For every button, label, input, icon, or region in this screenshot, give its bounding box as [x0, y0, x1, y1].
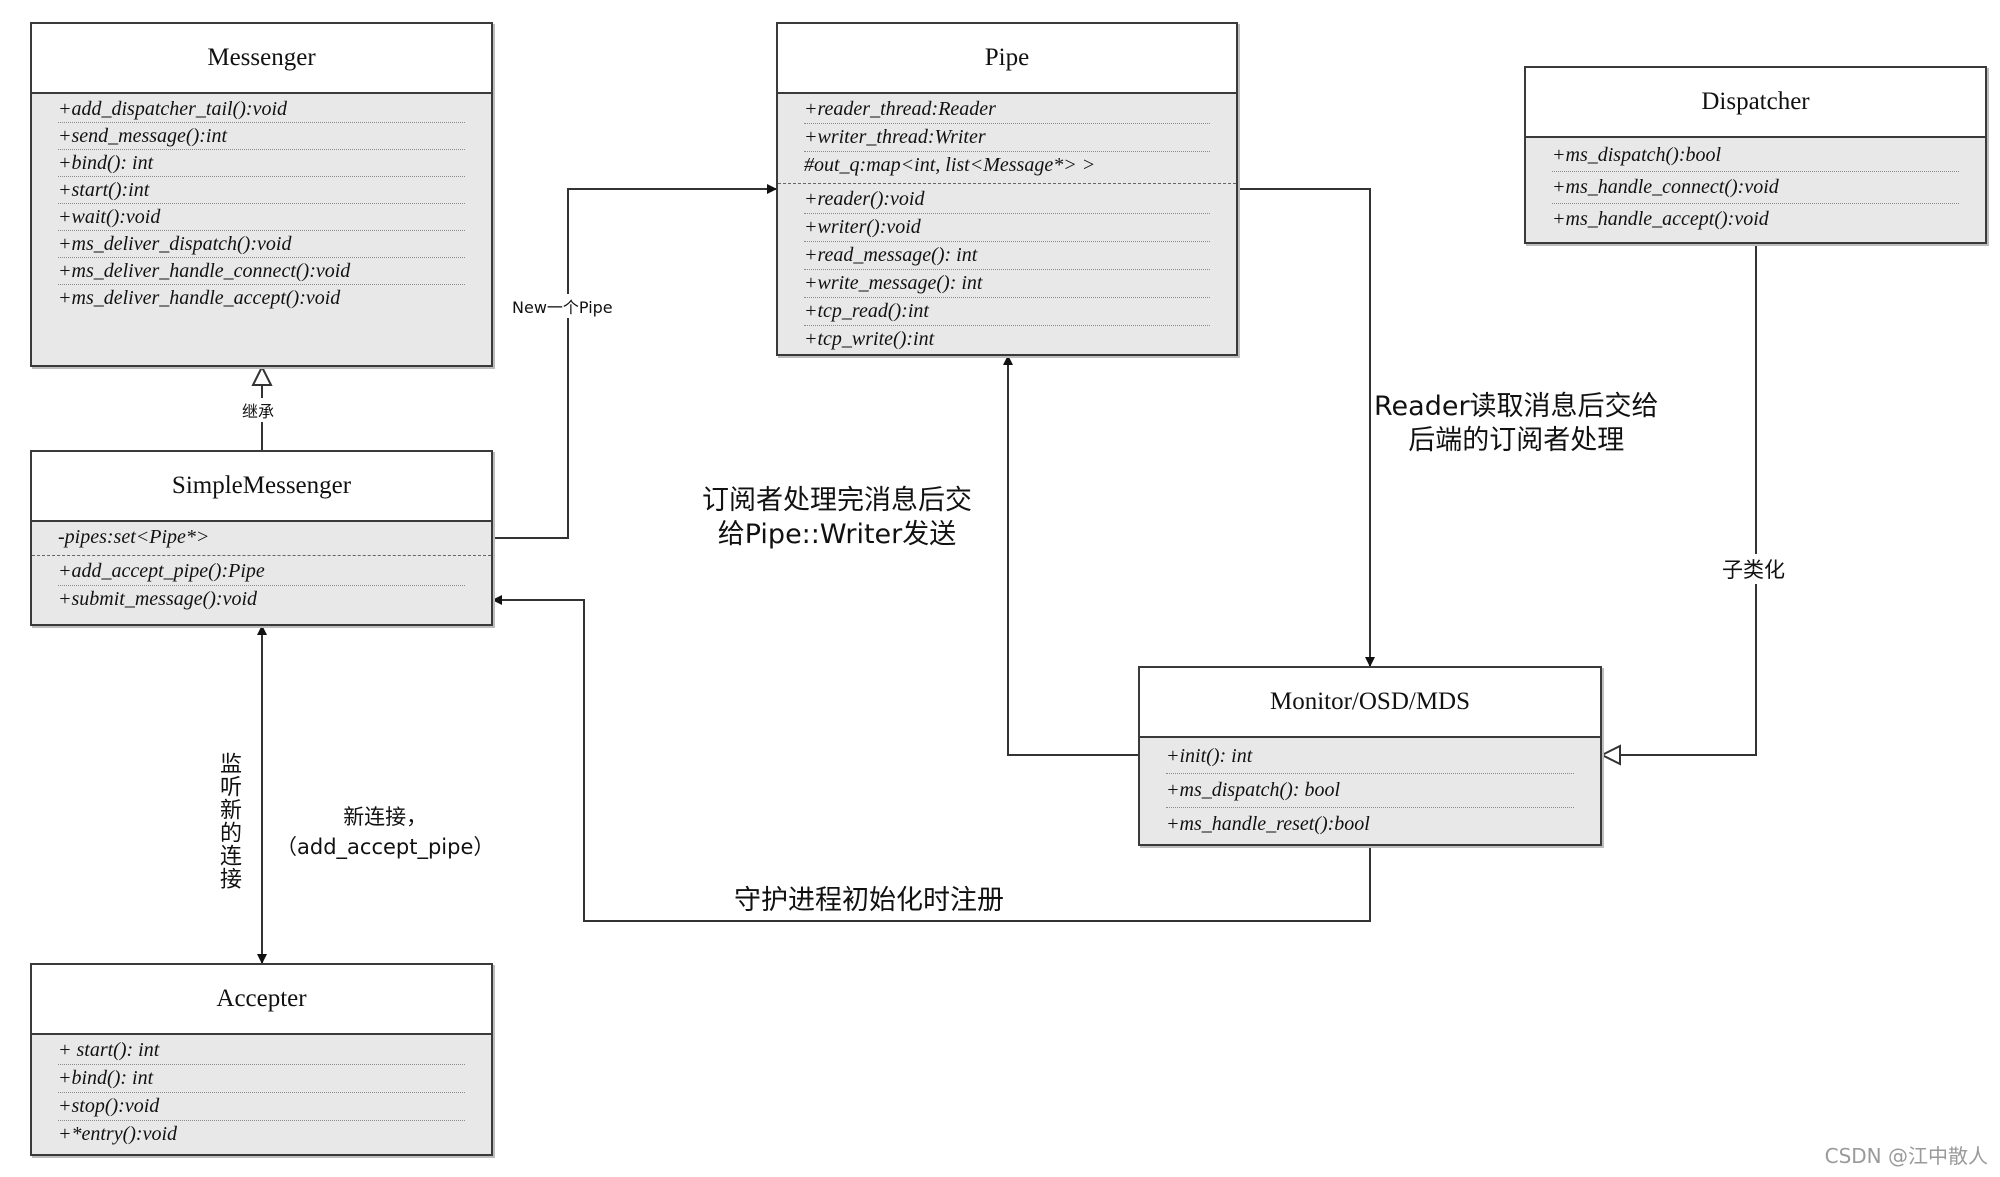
member: +writer():void: [804, 214, 1210, 242]
label-reader: Reader读取消息后交给 后端的订阅者处理: [1374, 390, 1659, 458]
label-reader-line1: Reader读取消息后交给: [1374, 391, 1659, 422]
member: +writer_thread:Writer: [804, 124, 1210, 152]
member: +read_message(): int: [804, 242, 1210, 270]
class-title: Messenger: [32, 24, 491, 94]
member: +wait():void: [58, 204, 465, 231]
label-new-connection: 新连接， （add_accept_pipe）: [276, 802, 494, 862]
member: +add_accept_pipe():Pipe: [58, 558, 465, 586]
class-accepter: Accepter + start(): int +bind(): int +st…: [30, 963, 493, 1156]
connector-dispatcher-monitor: [1620, 244, 1757, 756]
subclass-arrowhead: [1599, 744, 1621, 766]
member: +write_message(): int: [804, 270, 1210, 298]
member: +ms_dispatch():bool: [1552, 140, 1959, 172]
attribute-list: -pipes:set<Pipe*>: [32, 522, 491, 556]
label-new-pipe: New一个Pipe: [512, 294, 613, 318]
member-list: + start(): int +bind(): int +stop():void…: [32, 1035, 491, 1152]
label-writer: 订阅者处理完消息后交 给Pipe::Writer发送: [702, 484, 972, 552]
attribute-list: +reader_thread:Reader +writer_thread:Wri…: [778, 94, 1236, 184]
label-listen: 监听新的连接: [216, 752, 241, 890]
class-monitor-osd-mds: Monitor/OSD/MDS +init(): int +ms_dispatc…: [1138, 666, 1602, 846]
inheritance-arrowhead-messenger: [251, 364, 273, 386]
member: +ms_handle_connect():void: [1552, 172, 1959, 204]
label-new-connection-line1: 新连接，: [343, 805, 428, 829]
member: +ms_deliver_handle_accept():void: [58, 287, 341, 309]
label-subclass: 子类化: [1722, 554, 1785, 584]
method-list: +reader():void +writer():void +read_mess…: [778, 184, 1236, 357]
member: +reader_thread:Reader: [804, 96, 1210, 124]
member: +ms_deliver_dispatch():void: [58, 231, 465, 258]
member: +tcp_read():int: [804, 298, 1210, 326]
class-title: Dispatcher: [1526, 68, 1985, 138]
member: +ms_deliver_handle_connect():void: [58, 258, 465, 285]
member: +tcp_write():int: [804, 328, 935, 350]
member: +add_dispatcher_tail():void: [58, 96, 465, 123]
class-title: Accepter: [32, 965, 491, 1035]
watermark: CSDN @江中散人: [1824, 1144, 1988, 1168]
label-inherit: 继承: [242, 398, 275, 422]
class-messenger: Messenger +add_dispatcher_tail():void +s…: [30, 22, 493, 367]
member: +send_message():int: [58, 123, 465, 150]
connector-monitor-to-writer: [1003, 355, 1138, 756]
connector-register: [492, 595, 1371, 922]
label-register: 守护进程初始化时注册: [734, 885, 1004, 916]
label-writer-line2: 给Pipe::Writer发送: [717, 519, 957, 550]
connector-new-pipe: [493, 184, 777, 539]
label-writer-line1: 订阅者处理完消息后交: [702, 485, 972, 516]
member: +reader():void: [804, 186, 1210, 214]
method-list: +add_accept_pipe():Pipe +submit_message(…: [32, 556, 491, 617]
class-title: Monitor/OSD/MDS: [1140, 668, 1600, 738]
member: +bind(): int: [58, 150, 465, 177]
member: +stop():void: [58, 1093, 465, 1121]
member: +bind(): int: [58, 1065, 465, 1093]
label-reader-line2: 后端的订阅者处理: [1408, 425, 1625, 456]
member: + start(): int: [58, 1037, 465, 1065]
member: +init(): int: [1166, 740, 1574, 774]
member-list: +add_dispatcher_tail():void +send_messag…: [32, 94, 491, 315]
class-dispatcher: Dispatcher +ms_dispatch():bool +ms_handl…: [1524, 66, 1987, 244]
member: +start():int: [58, 177, 465, 204]
class-pipe: Pipe +reader_thread:Reader +writer_threa…: [776, 22, 1238, 356]
member: #out_q:map<int, list<Message*> >: [804, 154, 1096, 176]
class-simplemessenger: SimpleMessenger -pipes:set<Pipe*> +add_a…: [30, 450, 493, 626]
member-list: +ms_dispatch():bool +ms_handle_connect()…: [1526, 138, 1985, 239]
member: +ms_handle_reset():bool: [1166, 813, 1370, 835]
member: +ms_dispatch(): bool: [1166, 774, 1574, 808]
member: +submit_message():void: [58, 588, 258, 610]
member-list: +init(): int +ms_dispatch(): bool +ms_ha…: [1140, 738, 1600, 845]
class-title: SimpleMessenger: [32, 452, 491, 522]
member: -pipes:set<Pipe*>: [58, 526, 210, 548]
class-title: Pipe: [778, 24, 1236, 94]
label-new-connection-line2: （add_accept_pipe）: [276, 835, 495, 859]
connector-reader-to-monitor: [1238, 188, 1375, 667]
member: +ms_handle_accept():void: [1552, 208, 1769, 230]
member: +*entry():void: [58, 1123, 178, 1145]
